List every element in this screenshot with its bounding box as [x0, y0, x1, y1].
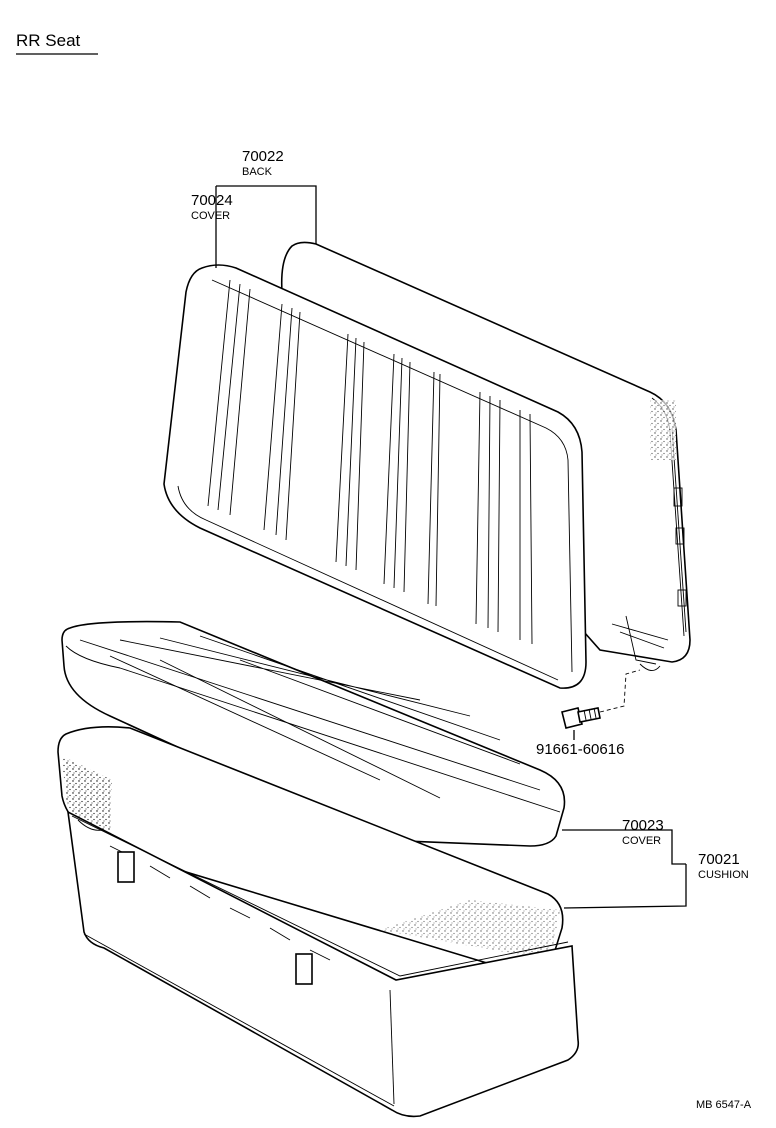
leader-back	[216, 185, 317, 244]
leader-cushion-cover	[562, 829, 686, 865]
diagram-title: RR Seat	[16, 31, 81, 50]
seat-base	[67, 810, 580, 1118]
leader-cushion	[563, 864, 687, 909]
part-number-back: 70022	[242, 148, 284, 165]
part-name-back: BACK	[242, 166, 273, 178]
seat-cushion	[57, 726, 564, 972]
part-name-cushion: CUSHION	[698, 869, 749, 881]
part-name-cushion-cover: COVER	[622, 835, 661, 847]
part-number-cushion-cover: 70023	[622, 817, 664, 834]
reference-code: MB 6547-A	[696, 1099, 752, 1111]
part-name-back-cover: COVER	[191, 210, 230, 222]
part-number-bolt: 91661-60616	[536, 741, 624, 758]
part-number-cushion: 70021	[698, 851, 740, 868]
seat-back-cover	[163, 264, 587, 689]
part-number-back-cover: 70024	[191, 192, 233, 209]
seat-cushion-cover	[61, 620, 566, 847]
bolt	[561, 669, 641, 729]
